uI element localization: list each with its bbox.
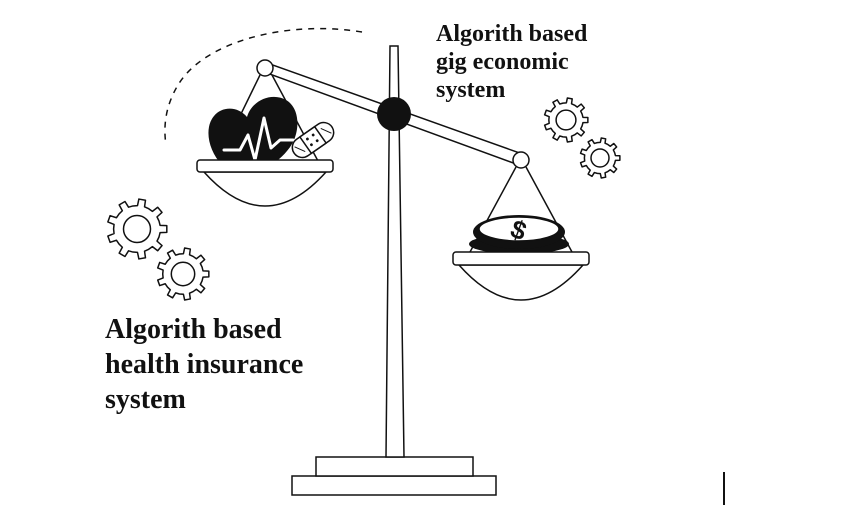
- gig-economy-label-line-1: Algorith based: [436, 21, 588, 47]
- gears-decoration: [107, 97, 621, 301]
- dollar-coin-icon: $: [469, 213, 569, 254]
- left-pan: [196, 74, 335, 207]
- scale-pivot: [377, 97, 411, 131]
- gear-icon: [579, 137, 621, 179]
- gear-icon: [107, 198, 168, 260]
- bandage-icon: [291, 121, 335, 159]
- heart-rate-icon: [208, 96, 298, 165]
- right-beam-knob: [512, 151, 530, 169]
- dashed-motion-arc: [164, 27, 363, 146]
- health-insurance-label: Algorith based health insurance system: [105, 312, 303, 417]
- gig-economy-label-line-3: system: [436, 77, 506, 103]
- health-insurance-label-line-2: health insurance: [105, 349, 304, 380]
- health-insurance-label-line-3: system: [105, 384, 186, 415]
- gig-economy-label-line-2: gig economic: [436, 49, 569, 75]
- gear-icon: [543, 97, 589, 143]
- scale-base: [291, 456, 497, 496]
- left-beam-knob: [256, 59, 274, 77]
- gear-icon: [156, 247, 210, 301]
- scale-pillar: [385, 45, 405, 458]
- health-insurance-label-line-1: Algorith based: [105, 314, 282, 345]
- gig-economy-label: Algorith based gig economic system: [436, 20, 587, 104]
- right-pan: $: [452, 166, 590, 301]
